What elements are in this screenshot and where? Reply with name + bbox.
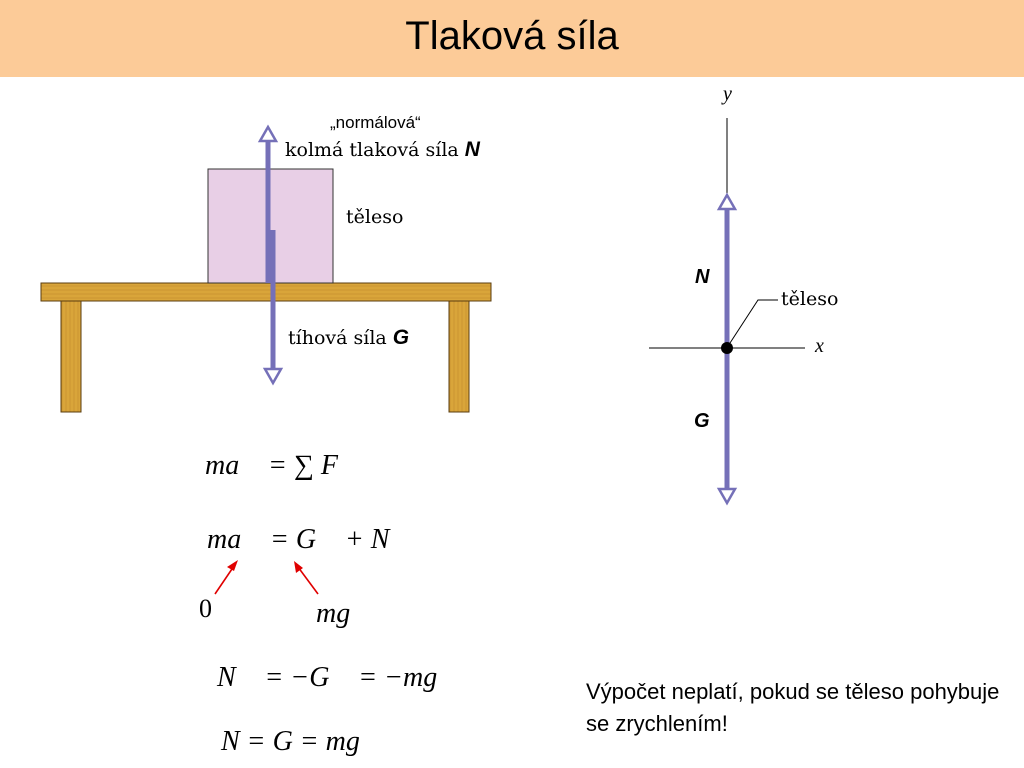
equation-forces: ma⃗ = G⃗ + N⃗: [207, 524, 412, 555]
note-text: Výpočet neplatí, pokud se těleso pohybuj…: [586, 679, 1000, 736]
normal-quoted-label: „normálová“: [330, 113, 421, 132]
weight-symbol-right: G: [694, 410, 710, 432]
normal-force-symbol: N: [464, 138, 480, 161]
equation-normal-vector: N⃗ = −G⃗ = −mg⃗: [217, 662, 460, 693]
body-label-right: těleso: [781, 288, 839, 310]
weight-force-label: tíhová síla G: [288, 326, 409, 350]
body-point: [721, 342, 733, 354]
normal-force-text: kolmá tlaková síla: [285, 139, 459, 161]
mg-label: mg⃗: [316, 598, 372, 629]
x-axis-label: x: [815, 335, 824, 357]
table: [40, 282, 492, 413]
zero-label: 0: [199, 594, 212, 623]
y-axis-label: y: [723, 83, 732, 105]
normal-force-arrow-left: [257, 124, 279, 283]
weight-force-text: tíhová síla: [288, 327, 387, 349]
table-leg-left: [60, 300, 82, 413]
table-leg-right: [448, 300, 470, 413]
equation-newton: ma⃗ = ∑ F⃗: [205, 450, 360, 481]
slide-title: Tlaková síla: [405, 14, 619, 58]
normal-force-label: kolmá tlaková síla N: [285, 138, 480, 162]
weight-force-symbol: G: [392, 326, 410, 349]
red-arrow-left: [214, 560, 238, 595]
normal-force-arrow-right: [716, 192, 738, 348]
body-leader-line: [729, 299, 778, 344]
table-top: [40, 282, 492, 302]
weight-force-arrow-left: [262, 230, 284, 386]
title-bar: [0, 0, 1024, 77]
normal-symbol-right: N: [695, 266, 710, 288]
weight-force-arrow-right: [716, 348, 738, 506]
red-arrow-right: [294, 561, 319, 595]
equation-normal-magnitude: N = G = mg: [221, 726, 360, 757]
body-label-left: těleso: [346, 206, 404, 228]
